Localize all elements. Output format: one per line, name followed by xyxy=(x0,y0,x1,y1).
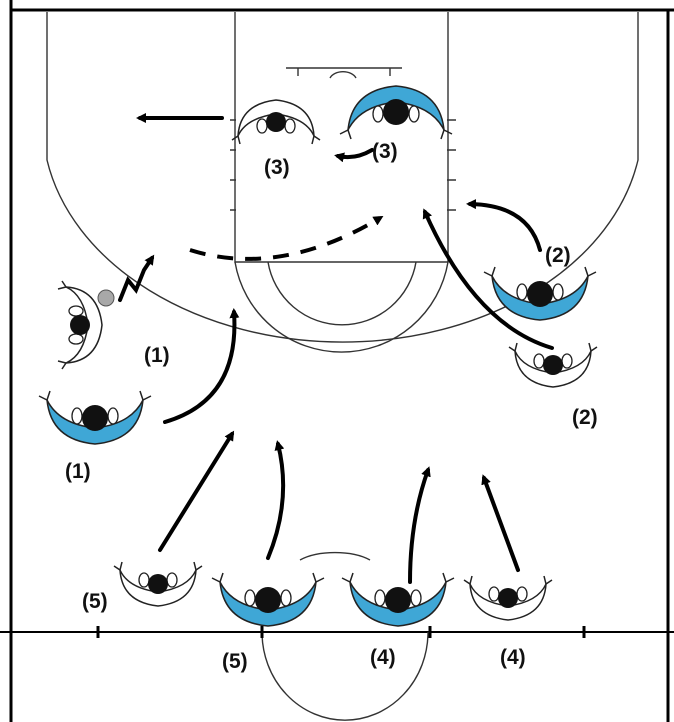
player-2-defense: (2) xyxy=(483,244,597,321)
arrow-3-short xyxy=(334,148,374,163)
pass-dashed xyxy=(189,215,384,261)
player-1-defense: (1) xyxy=(38,390,152,483)
movement-arrows xyxy=(118,113,554,584)
player-label: (2) xyxy=(572,406,598,429)
arrow-dribble xyxy=(118,254,155,302)
player-1-offense: (1) xyxy=(57,280,170,370)
player-label: (5) xyxy=(82,590,108,613)
player-label: (1) xyxy=(65,460,91,483)
player-label: (3) xyxy=(372,140,398,163)
player-2-offense: (2) xyxy=(508,342,598,429)
player-label: (4) xyxy=(500,646,526,669)
arrow-5-right xyxy=(266,440,286,560)
player-label: (3) xyxy=(264,156,290,179)
player-label: (5) xyxy=(222,650,248,673)
player-4-offense: (4) xyxy=(463,575,553,669)
player-4-defense: (4) xyxy=(341,572,455,669)
player-5-offense: (5) xyxy=(82,561,203,613)
player-3-offense: (3) xyxy=(231,99,321,179)
arrow-4-left xyxy=(408,466,431,584)
player-3-defense: (3) xyxy=(339,85,453,163)
arrow-2-curl xyxy=(466,199,542,252)
arrow-1-cut xyxy=(163,308,240,424)
player-label: (4) xyxy=(370,646,396,669)
arrow-5-left xyxy=(158,430,235,552)
player-5-defense: (5) xyxy=(211,572,325,673)
arrow-2-cut xyxy=(422,208,554,350)
player-label: (1) xyxy=(144,344,170,367)
ball-icon xyxy=(97,289,115,307)
arrow-4-right xyxy=(481,474,520,572)
players: (1) (1) (2) (2) (3) (3) (5) xyxy=(38,85,598,673)
player-label: (2) xyxy=(545,244,571,267)
